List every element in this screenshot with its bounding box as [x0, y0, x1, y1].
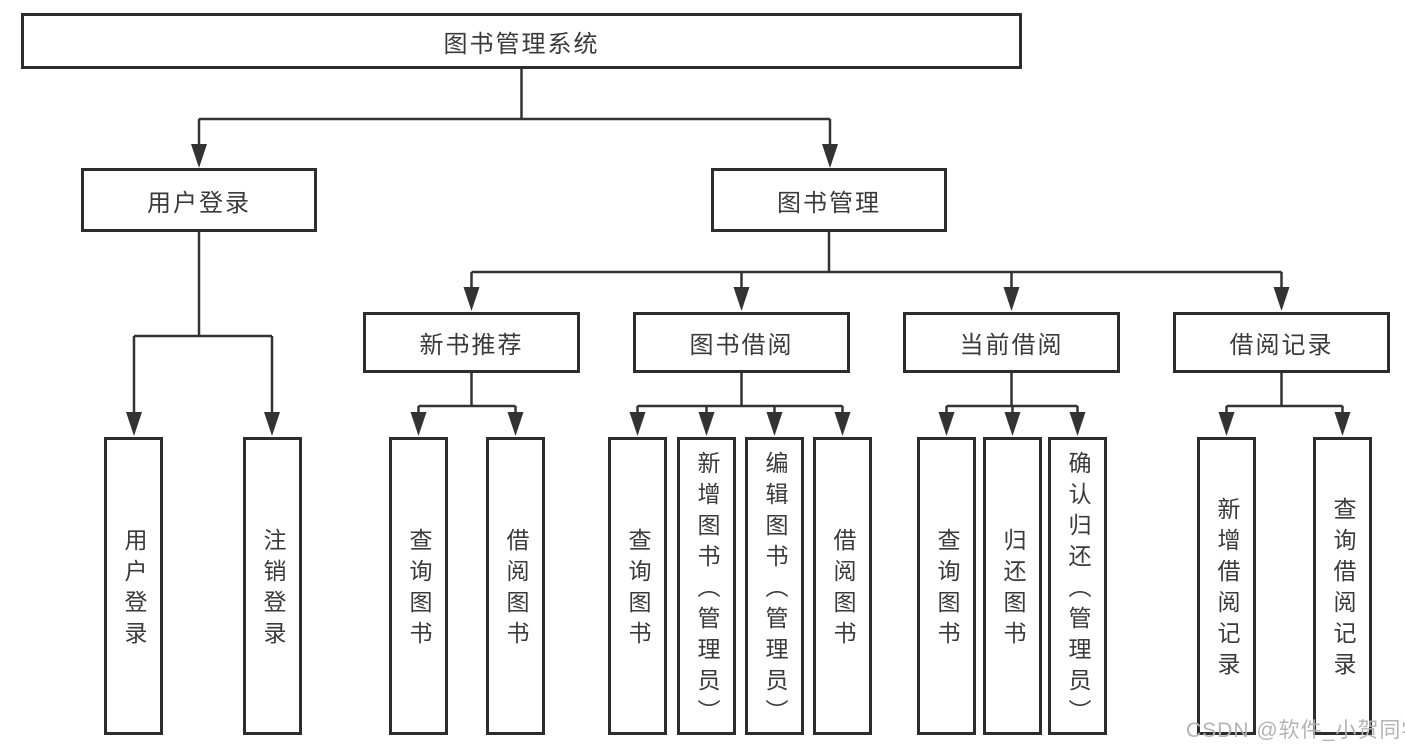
node-borrow-records-label: 借阅记录: [1229, 332, 1334, 359]
leaf-user-login-label: 用户登录: [121, 528, 147, 652]
csdn-watermark: CSDN @软件_小贺同学: [1186, 719, 1405, 742]
leaf-borrow-edit-books-admin: 编辑图书（管理员）: [745, 437, 804, 735]
node-root-library-system: 图书管理系统: [21, 13, 1022, 69]
leaf-newbook-query-books-label: 查询图书: [406, 528, 432, 652]
node-new-book-recommend-label: 新书推荐: [419, 332, 524, 359]
node-current-borrow: 当前借阅: [903, 312, 1120, 373]
node-root-label: 图书管理系统: [443, 30, 600, 58]
leaf-current-query-books-label: 查询图书: [934, 528, 960, 652]
leaf-records-add-record: 新增借阅记录: [1197, 437, 1256, 735]
edge-borrow-records-to-leaves: [1218, 373, 1351, 436]
leaf-borrow-add-books-admin-label: 新增图书（管理员）: [694, 450, 720, 730]
edge-current-borrow-to-leaves: [938, 373, 1086, 436]
leaf-newbook-query-books: 查询图书: [389, 437, 448, 735]
node-user-login: 用户登录: [81, 168, 317, 232]
leaf-borrow-query-books: 查询图书: [608, 437, 667, 735]
node-user-login-label: 用户登录: [147, 189, 251, 217]
leaf-borrow-add-books-admin: 新增图书（管理员）: [677, 437, 736, 735]
node-new-book-recommend: 新书推荐: [363, 312, 580, 373]
leaf-current-query-books: 查询图书: [917, 437, 976, 735]
leaf-newbook-borrow-books-label: 借阅图书: [503, 528, 529, 652]
node-current-borrow-label: 当前借阅: [959, 332, 1064, 359]
leaf-borrow-borrow-books-label: 借阅图书: [830, 528, 856, 652]
edge-new-book-to-leaves: [410, 373, 524, 436]
leaf-logout-label: 注销登录: [260, 528, 286, 652]
node-book-management: 图书管理: [711, 168, 947, 232]
edge-user-login-to-leaves: [126, 232, 280, 436]
node-book-borrow: 图书借阅: [633, 312, 850, 373]
node-borrow-records: 借阅记录: [1173, 312, 1390, 373]
leaf-newbook-borrow-books: 借阅图书: [486, 437, 545, 735]
leaf-borrow-borrow-books: 借阅图书: [813, 437, 872, 735]
leaf-borrow-edit-books-admin-label: 编辑图书（管理员）: [762, 450, 788, 730]
edge-book-borrow-to-leaves: [629, 373, 851, 436]
edge-root-to-level2: [191, 69, 838, 168]
leaf-records-add-record-label: 新增借阅记录: [1214, 497, 1240, 683]
leaf-current-confirm-return-admin-label: 确认归还（管理员）: [1065, 450, 1091, 730]
leaf-current-return-books-label: 归还图书: [1000, 528, 1026, 652]
leaf-records-query-record-label: 查询借阅记录: [1330, 497, 1356, 683]
leaf-borrow-query-books-label: 查询图书: [625, 528, 651, 652]
leaf-records-query-record: 查询借阅记录: [1313, 437, 1372, 735]
leaf-logout: 注销登录: [243, 437, 302, 735]
leaf-user-login: 用户登录: [104, 437, 163, 735]
leaf-current-confirm-return-admin: 确认归还（管理员）: [1048, 437, 1107, 735]
node-book-management-label: 图书管理: [777, 189, 881, 217]
node-book-borrow-label: 图书借阅: [689, 332, 794, 359]
leaf-current-return-books: 归还图书: [983, 437, 1042, 735]
edge-book-mgmt-to-level3: [463, 232, 1290, 311]
